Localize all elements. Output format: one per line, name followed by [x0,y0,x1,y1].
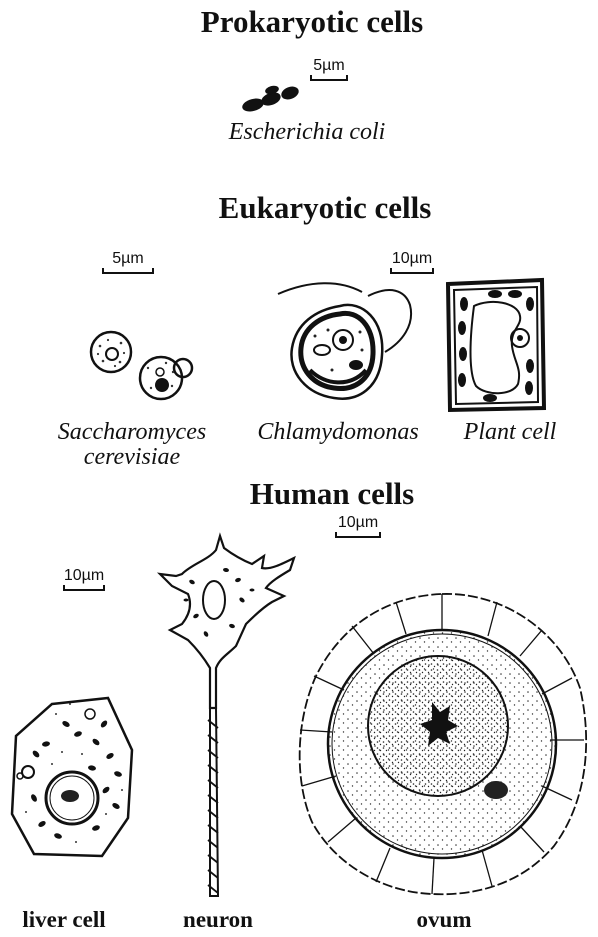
ovum-drawing [292,590,592,900]
liver-scale-bar: 10µm [63,568,105,591]
human-heading: Human cells [250,478,414,509]
plant-cell-label: Plant cell [464,420,557,445]
prokaryotic-heading: Prokaryotic cells [201,6,423,37]
yeast-scale-bar: 5µm [102,251,154,274]
neuron-label: neuron [183,908,253,931]
ecoli-label: Escherichia coli [229,120,386,145]
yeast-label-line2: cerevisiae [84,444,180,470]
plant-cell-drawing [440,276,550,416]
eukaryotic-heading: Eukaryotic cells [219,192,432,223]
yeast-label-line1: Saccharomyces [58,419,206,445]
chlamydomonas-drawing [270,270,440,415]
neuron-drawing [152,530,302,900]
yeast-cells-drawing [88,328,198,408]
ovum-scale-bar: 10µm [335,515,381,538]
yeast-label: Saccharomyces cerevisiae [58,420,206,470]
chlamydomonas-label: Chlamydomonas [257,420,418,445]
ecoli-cells-drawing [238,82,308,116]
liver-cell-drawing [6,694,138,864]
liver-cell-label: liver cell [22,908,105,931]
ovum-label: ovum [417,908,472,931]
ecoli-scale-bar: 5µm [310,58,348,81]
